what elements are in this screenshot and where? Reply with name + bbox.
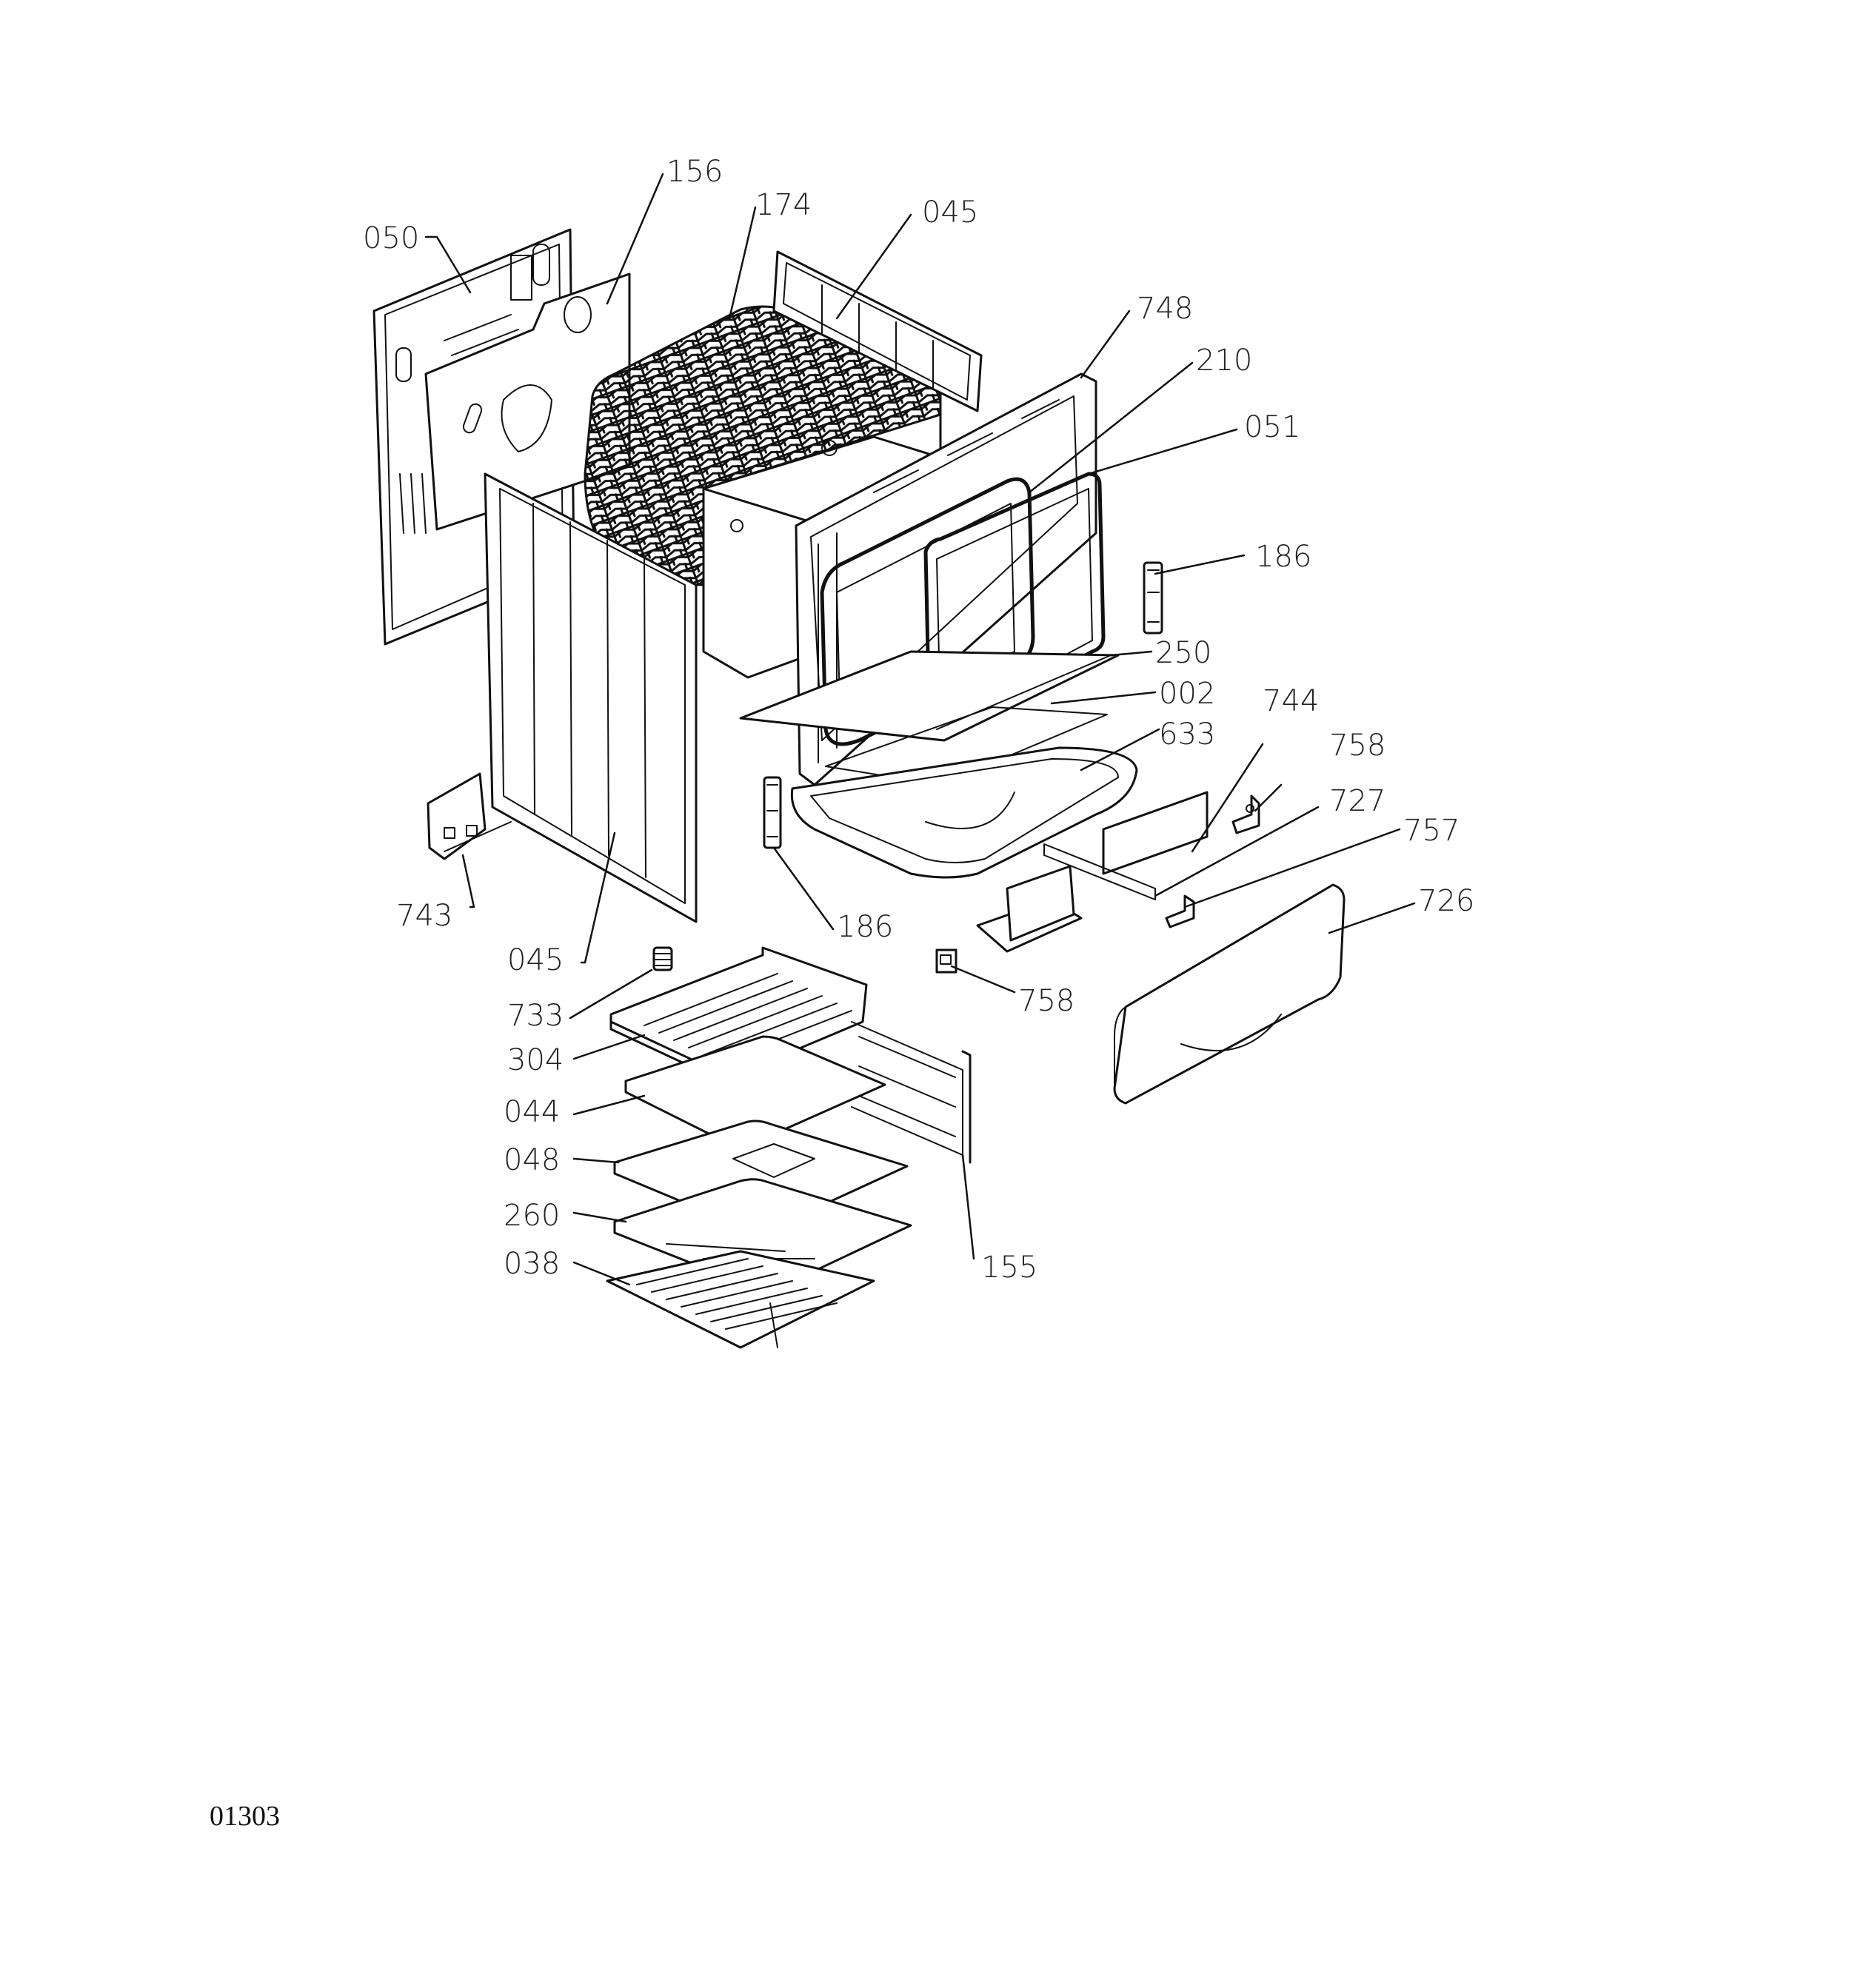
callout-045-top: 045	[922, 195, 978, 230]
callout-250: 250	[1155, 636, 1211, 670]
callout-051: 051	[1244, 410, 1300, 444]
callout-050: 050	[363, 221, 419, 255]
callout-210: 210	[1196, 344, 1252, 378]
callout-186-right: 186	[1255, 540, 1311, 574]
callout-727: 727	[1329, 784, 1386, 818]
callout-744: 744	[1263, 684, 1319, 718]
part-743-bracket	[427, 772, 512, 860]
part-758-clip-top	[1231, 794, 1260, 834]
part-045-side-panel-front	[484, 472, 698, 923]
part-drawer-bottom-rail	[976, 865, 1083, 953]
callout-156: 156	[666, 155, 723, 189]
callout-174: 174	[755, 188, 812, 222]
callout-045-left: 045	[507, 943, 564, 977]
callout-743: 743	[396, 899, 452, 933]
callout-733: 733	[507, 999, 564, 1033]
part-633-tray	[790, 746, 1138, 879]
callout-labels: 156 174 045 050 748 210 051 186 250 002 …	[363, 155, 1474, 1285]
part-757-clip	[1165, 894, 1195, 928]
part-744-drawer-side	[1102, 791, 1209, 875]
callout-757: 757	[1403, 814, 1460, 848]
part-758-clip-bottom	[935, 948, 957, 974]
callout-048: 048	[504, 1143, 560, 1177]
callout-758-top: 758	[1329, 729, 1386, 763]
part-186-hinge-left	[763, 776, 782, 849]
callout-186-left: 186	[837, 910, 893, 944]
callout-726: 726	[1418, 884, 1474, 918]
callout-748: 748	[1137, 292, 1193, 326]
callout-155: 155	[981, 1251, 1037, 1285]
callout-260: 260	[504, 1199, 560, 1233]
part-156-back-board	[424, 272, 631, 531]
callout-633: 633	[1159, 717, 1215, 752]
callout-044: 044	[504, 1095, 560, 1129]
part-726-drawer-front	[1113, 883, 1346, 1105]
part-186-hinge-right	[1143, 561, 1163, 635]
part-727-drawer-rail	[1043, 843, 1156, 900]
drawing-code: 01303	[210, 1801, 280, 1832]
callout-002: 002	[1159, 677, 1215, 711]
part-733-foot	[652, 946, 673, 971]
part-045-side-panel-rear	[772, 250, 983, 412]
part-155-side-rails	[851, 1021, 972, 1164]
leader-lines	[424, 173, 1416, 1286]
callout-758-bottom: 758	[1018, 984, 1074, 1018]
part-038-grill-rack	[606, 1250, 875, 1349]
callout-304: 304	[507, 1043, 564, 1077]
callout-038: 038	[504, 1247, 560, 1281]
